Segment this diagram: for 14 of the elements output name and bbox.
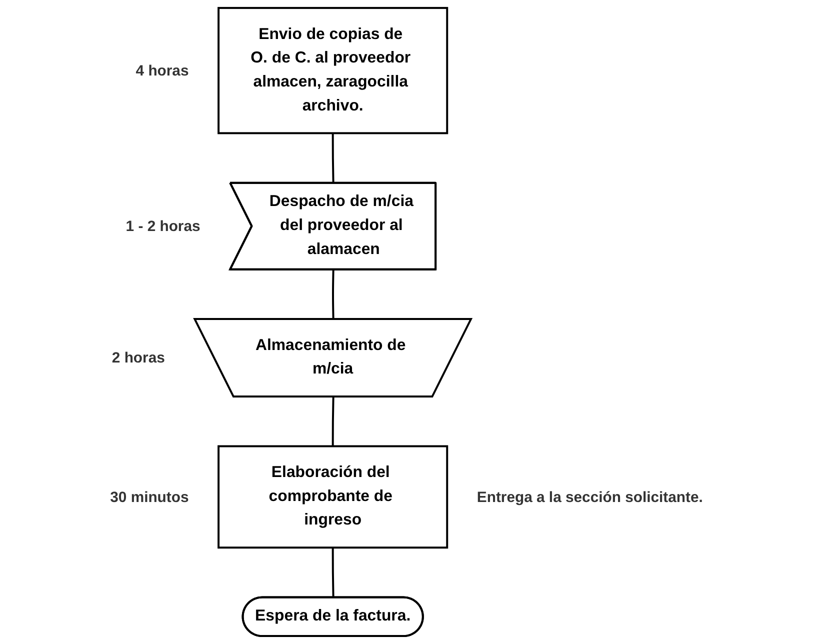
side-note: 4 horas <box>136 64 189 80</box>
side-note: 2 horas <box>112 350 165 367</box>
connector <box>332 397 334 446</box>
connector <box>332 548 334 598</box>
connector <box>332 270 334 320</box>
process-node: Elaboración del comprobante de ingreso <box>218 445 448 549</box>
side-note: 30 minutos <box>110 490 189 506</box>
process-node: Despacho de m/cia del proveedor al alamacen <box>229 182 437 270</box>
process-node: Envio de copias de O. de C. al proveedor almacen, zaragocilla archivo. <box>218 6 448 134</box>
side-note: Entrega a la sección solicitante. <box>476 490 703 506</box>
process-node: Espera de la factura. <box>242 596 424 638</box>
process-node: Almacenamiento de m/cia <box>193 318 473 398</box>
side-note: 1 - 2 horas <box>126 219 200 236</box>
connector <box>332 133 334 184</box>
